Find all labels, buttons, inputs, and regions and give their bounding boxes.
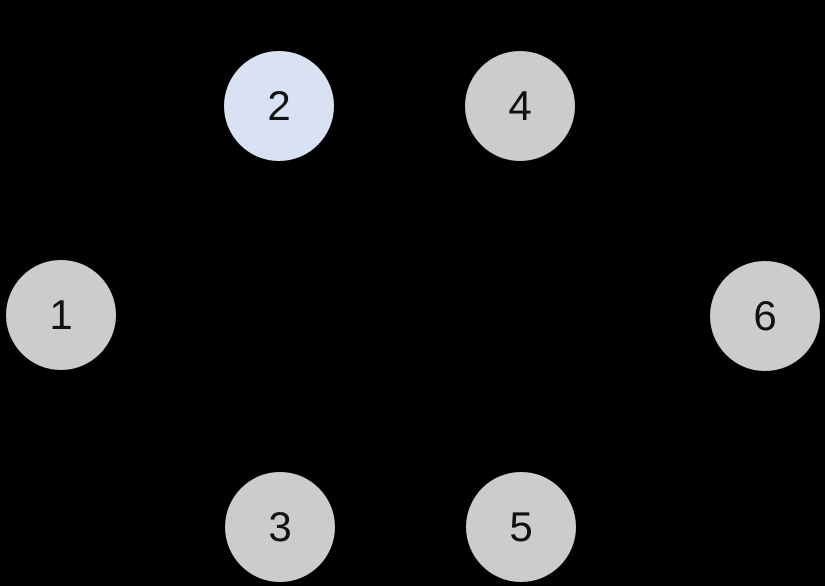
graph-node-5[interactable]: 5 <box>466 472 576 582</box>
graph-node-6[interactable]: 6 <box>710 261 820 371</box>
node-label: 3 <box>268 503 292 550</box>
node-label: 6 <box>753 292 777 339</box>
node-label: 2 <box>267 82 291 129</box>
graph-node-4[interactable]: 4 <box>465 51 575 161</box>
graph-node-1[interactable]: 1 <box>6 260 116 370</box>
node-label: 1 <box>49 291 73 338</box>
graph-node-3[interactable]: 3 <box>225 472 335 582</box>
node-label: 5 <box>509 503 533 550</box>
graph-node-2[interactable]: 2 <box>224 51 334 161</box>
node-label: 4 <box>508 82 532 129</box>
